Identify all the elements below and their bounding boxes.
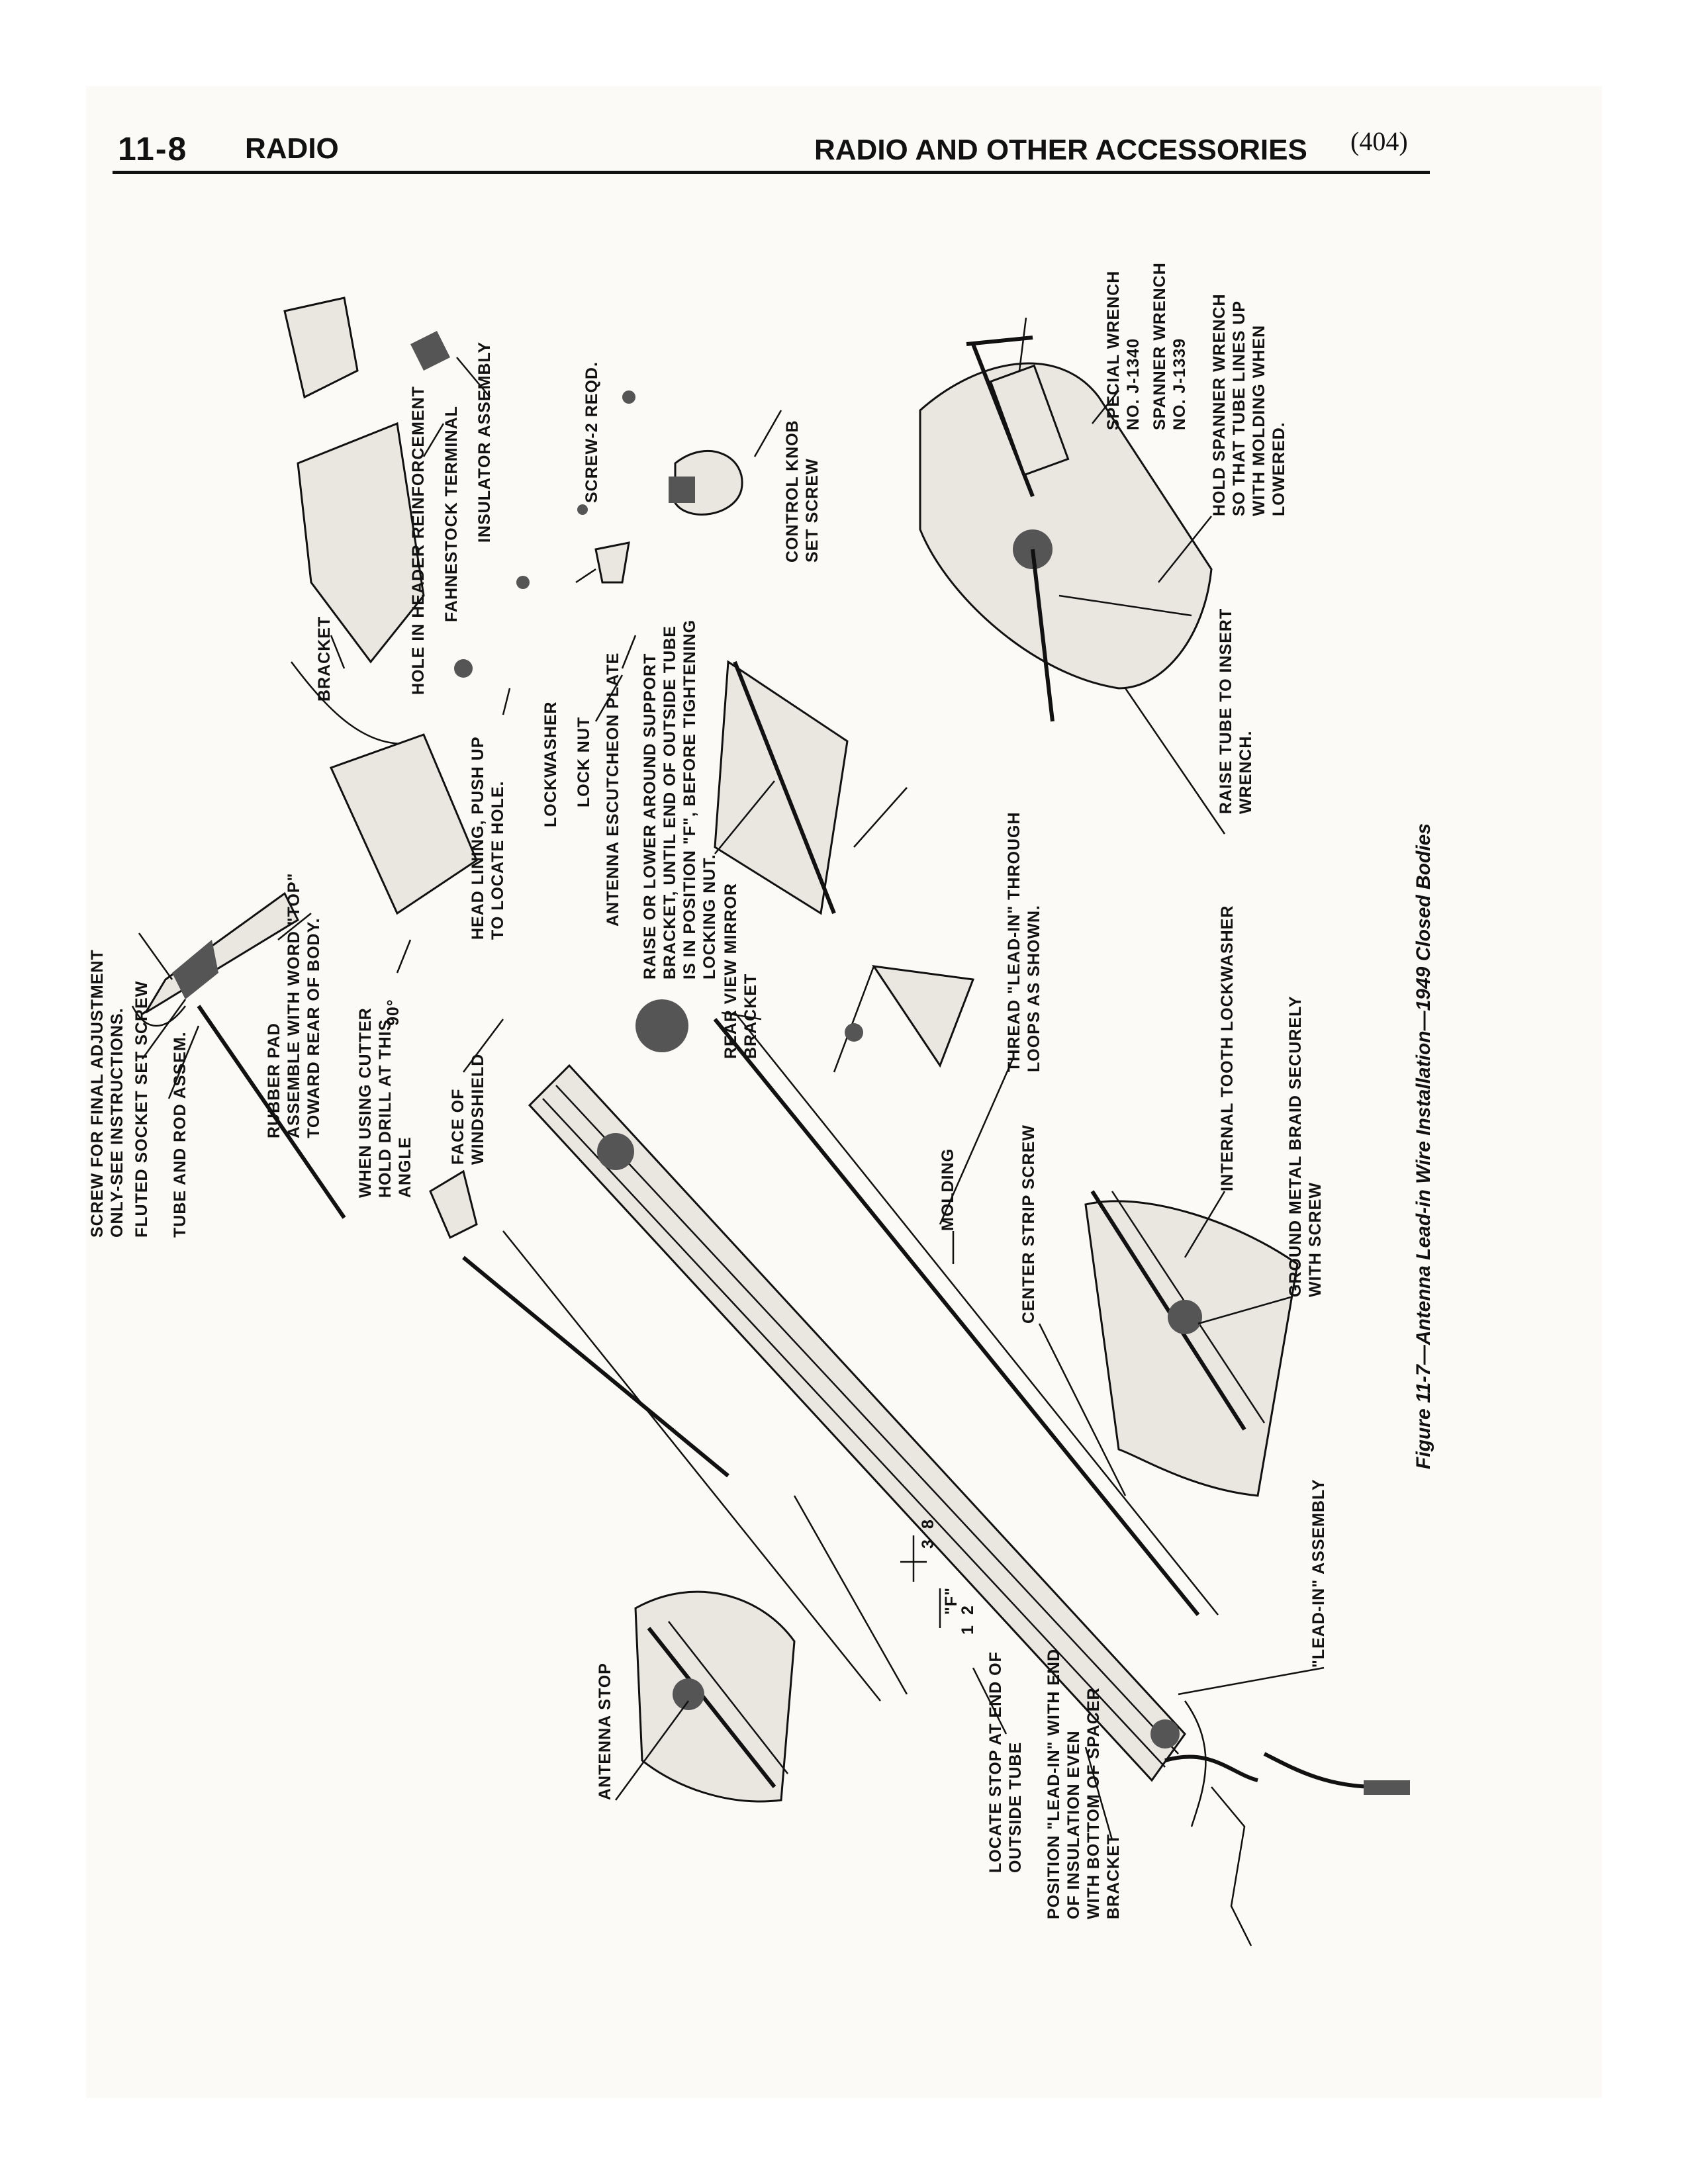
label-rubber-pad-1: RUBBER PAD (265, 1023, 283, 1138)
label-ground-braid-1: GROUND METAL BRAID SECURELY (1286, 995, 1305, 1297)
label-spanner-1: SPANNER WRENCH (1150, 262, 1169, 430)
label-antenna-stop: ANTENNA STOP (596, 1662, 614, 1800)
label-center-strip: CENTER STRIP SCREW (1019, 1124, 1038, 1324)
label-insulator: INSULATOR ASSEMBLY (475, 341, 494, 543)
label-rubber-pad-2: ASSEMBLE WITH WORD "TOP" (285, 873, 303, 1138)
antenna-tube-assembly (429, 999, 1410, 1946)
label-rear-view-2: BRACKET (741, 974, 760, 1059)
label-escutcheon: ANTENNA ESCUTCHEON PLATE (604, 653, 622, 927)
label-lead-in-assembly: "LEAD-IN" ASSEMBLY (1309, 1479, 1328, 1668)
tube-rod-assembly (131, 891, 346, 1219)
label-control-knob-2: SET SCREW (803, 458, 821, 563)
label-cutter-2: HOLD DRILL AT THIS (376, 1019, 395, 1198)
label-thread-1: THREAD "LEAD-IN" THROUGH (1005, 811, 1023, 1072)
label-cutter-1: WHEN USING CUTTER (356, 1007, 375, 1198)
control-knob (594, 450, 743, 584)
label-cutter-3: ANGLE (396, 1137, 414, 1199)
label-dim-1-2-num: 1 (959, 1625, 977, 1635)
label-bracket: BRACKET (315, 616, 334, 702)
label-dim-1-2-den: 2 (959, 1605, 977, 1615)
label-raise-lower-3: IS IN POSITION "F", BEFORE TIGHTENING (680, 619, 699, 979)
label-hole-header: HOLE IN HEADER REINFORCEMENT (409, 386, 428, 695)
figure-caption: Figure 11-7—Antenna Lead-in Wire Install… (1413, 823, 1434, 1469)
label-special-wrench-2: NO. J-1340 (1124, 338, 1143, 430)
header-rule (113, 171, 1430, 174)
label-head-lining-2: TO LOCATE HOLE. (489, 781, 507, 940)
section-title: RADIO (245, 132, 339, 165)
label-control-knob-1: CONTROL KNOB (783, 420, 802, 563)
label-raise-lower-2: BRACKET, UNTIL END OF OUTSIDE TUBE (661, 625, 679, 979)
label-position-4: BRACKET (1104, 1834, 1123, 1919)
label-face-windshield-2: WINDSHIELD (469, 1054, 487, 1165)
label-dim-f: "F" (942, 1587, 961, 1615)
label-hold-spanner-1: HOLD SPANNER WRENCH (1210, 293, 1229, 516)
label-head-lining-1: HEAD LINING, PUSH UP (469, 736, 487, 940)
label-screw-2: SCREW-2 REQD. (583, 361, 601, 503)
label-fluted-socket: FLUTED SOCKET SET SCREW (132, 981, 151, 1238)
label-position-3: WITH BOTTOM OF SPACER (1084, 1687, 1103, 1919)
page-reference: (404) (1350, 126, 1408, 156)
chapter-title: RADIO AND OTHER ACCESSORIES (814, 134, 1307, 166)
label-lockwasher: LOCKWASHER (541, 701, 560, 827)
control-knob-housing (635, 999, 688, 1052)
label-tube-rod: TUBE AND ROD ASSEM. (171, 1031, 189, 1238)
label-hold-spanner-2: SO THAT TUBE LINES UP (1230, 300, 1248, 516)
page-number: 11-8 (118, 130, 188, 167)
lead-in-plug (1364, 1780, 1410, 1795)
label-dim-3-8-num: 3 (919, 1539, 937, 1549)
label-screw-final-1: SCREW FOR FINAL ADJUSTMENT (88, 949, 107, 1238)
label-raise-tube-1: RAISE TUBE TO INSERT (1217, 608, 1235, 814)
page-background (86, 86, 1602, 2098)
label-special-wrench-1: SPECIAL WRENCH (1104, 271, 1123, 430)
label-position-1: POSITION "LEAD-IN" WITH END (1045, 1649, 1063, 1919)
label-position-2: OF INSULATION EVEN (1064, 1730, 1083, 1919)
label-spanner-2: NO. J-1339 (1170, 338, 1189, 430)
label-angle-90: 90° (384, 999, 402, 1026)
label-hold-spanner-3: WITH MOLDING WHEN (1250, 325, 1268, 516)
label-fahnestock: FAHNESTOCK TERMINAL (442, 406, 461, 622)
lower-fitting (1150, 1719, 1180, 1749)
ground-braid-detail (1084, 1190, 1299, 1497)
label-face-windshield-1: FACE OF (449, 1089, 467, 1165)
label-dim-3-8-den: 8 (919, 1519, 937, 1529)
callout-labels: SCREW FOR FINAL ADJUSTMENT ONLY-SEE INST… (88, 262, 1434, 1919)
label-ground-braid-2: WITH SCREW (1306, 1182, 1325, 1297)
label-hold-spanner-4: LOWERED. (1270, 422, 1288, 516)
label-locate-stop-2: OUTSIDE TUBE (1006, 1742, 1025, 1873)
label-molding: MOLDING (939, 1148, 957, 1231)
label-raise-tube-2: WRENCH. (1237, 731, 1255, 814)
antenna-stop-detail (634, 1590, 796, 1803)
leader-lines (138, 317, 1325, 1841)
rear-view-mirror (714, 660, 975, 1073)
label-screw-final-2: ONLY-SEE INSTRUCTIONS. (108, 1007, 126, 1238)
tube-end-fitting (597, 1133, 634, 1170)
label-internal-tooth: INTERNAL TOOTH LOCKWASHER (1218, 905, 1237, 1191)
label-raise-lower-1: RAISE OR LOWER AROUND SUPPORT (641, 653, 659, 979)
label-lock-nut: LOCK NUT (575, 717, 593, 807)
label-locate-stop-1: LOCATE STOP AT END OF (986, 1651, 1005, 1873)
header-bracket (283, 296, 635, 915)
special-wrench-detail (919, 336, 1213, 722)
label-rubber-pad-3: TOWARD REAR OF BODY. (305, 918, 323, 1138)
label-thread-2: LOOPS AS SHOWN. (1025, 905, 1043, 1072)
dimension-marks (900, 1535, 941, 1628)
label-rear-view-1: REAR VIEW MIRROR (722, 883, 740, 1059)
label-raise-lower-4: LOCKING NUT. (700, 854, 719, 979)
